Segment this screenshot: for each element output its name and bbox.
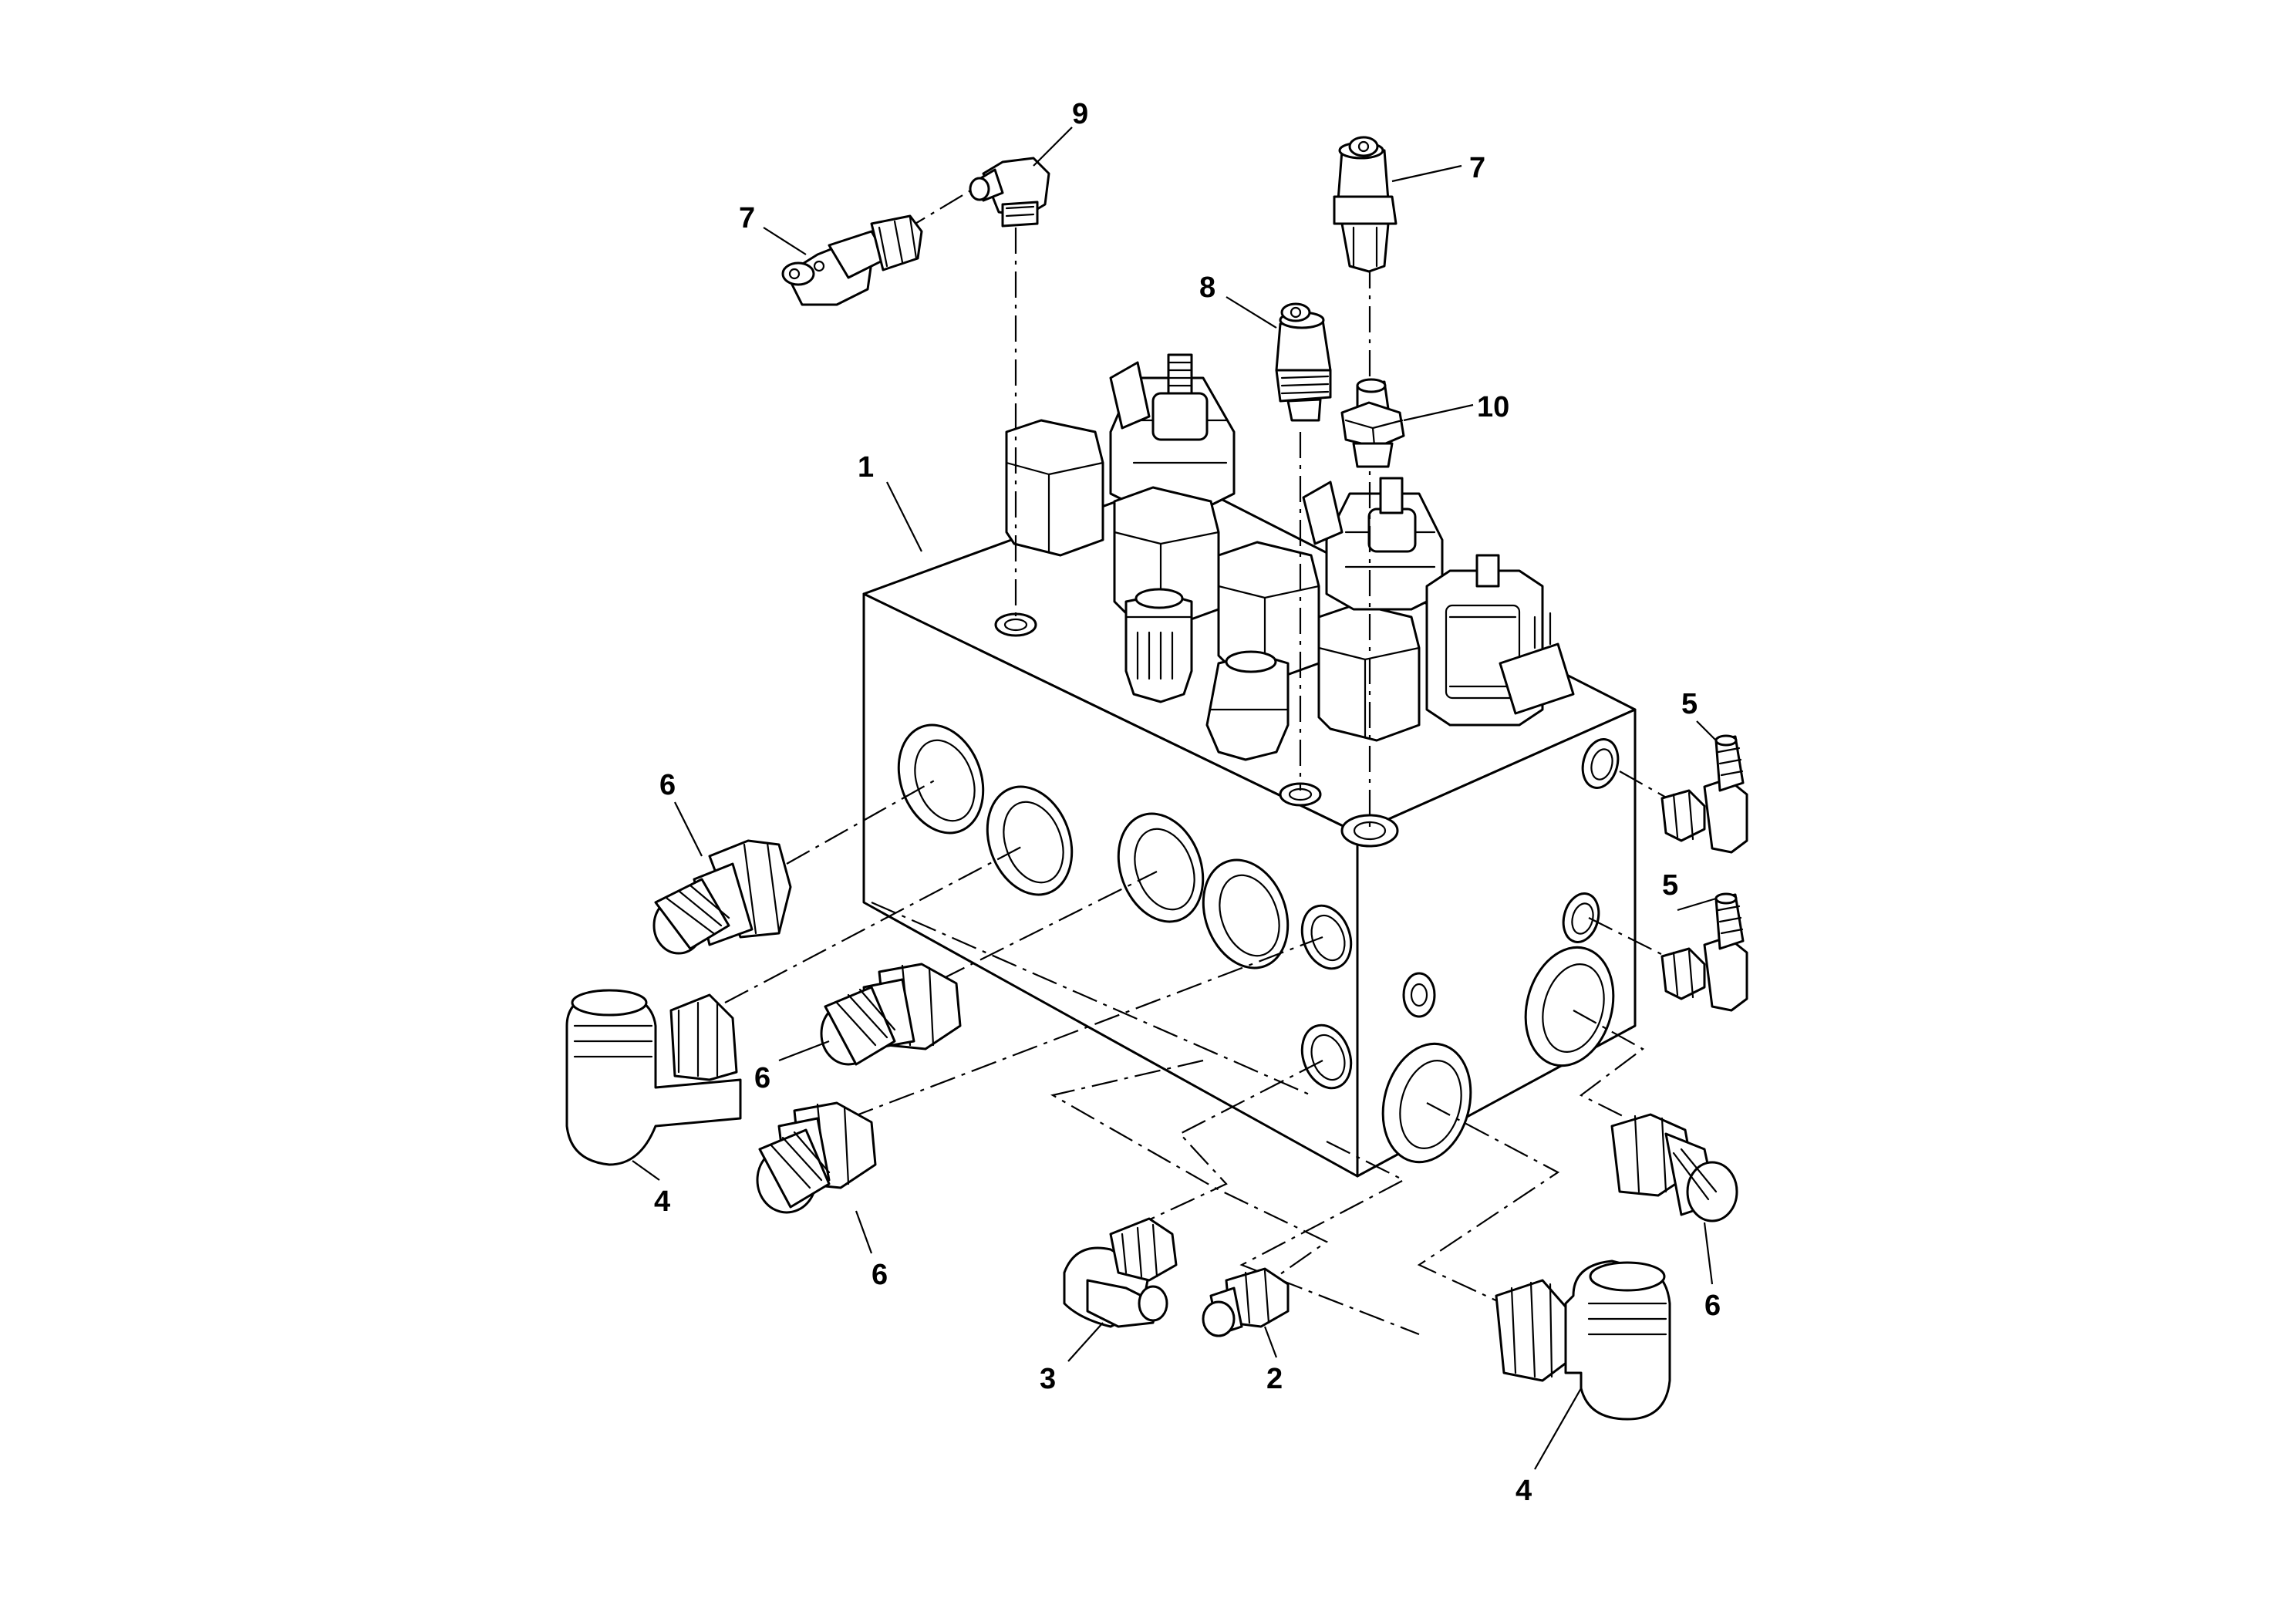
callout-6-upper-left: 6 (659, 769, 676, 801)
fitting-6-middle (820, 963, 962, 1066)
elbow-fitting-4-right (1495, 1259, 1671, 1421)
callout-6-lower-left: 6 (872, 1259, 888, 1291)
callout-7-left: 7 (739, 202, 755, 234)
callout-4-right: 4 (1515, 1475, 1532, 1507)
elbow-fitting-3 (1063, 1217, 1178, 1328)
callout-5-upper: 5 (1681, 688, 1698, 720)
fitting-5-lower (1660, 892, 1748, 1012)
callout-10: 10 (1477, 391, 1509, 423)
callout-9: 9 (1072, 98, 1088, 130)
manifold-top-ports (994, 612, 1399, 848)
fitting-2 (1202, 1267, 1290, 1337)
fitting-6-upper-left (652, 839, 792, 955)
fitting-5-upper (1660, 734, 1748, 854)
fitting-6-lower-left (756, 1101, 877, 1214)
sensor-7-left (781, 214, 923, 306)
adapter-10 (1340, 378, 1405, 468)
manifold-ports-left-face (897, 723, 1353, 1090)
callout-labels: 1 2 3 4 4 5 5 6 6 6 6 7 7 8 9 10 (654, 98, 1721, 1507)
callout-6-lower-right: 6 (1704, 1290, 1721, 1322)
callout-5-lower: 5 (1662, 869, 1678, 902)
fitting-6-lower-right (1610, 1113, 1738, 1222)
callout-3: 3 (1040, 1363, 1056, 1395)
callout-4-left: 4 (654, 1185, 670, 1218)
elbow-fitting-4-left (565, 989, 742, 1166)
callout-8: 8 (1199, 271, 1215, 304)
callout-1: 1 (858, 451, 874, 484)
callout-leaders (632, 126, 1717, 1470)
manifold-cartridges (1005, 353, 1575, 761)
callout-2: 2 (1266, 1363, 1283, 1395)
sensor-7-right (1333, 136, 1397, 273)
sensor-8 (1275, 302, 1332, 422)
callout-7-right: 7 (1469, 152, 1485, 184)
callout-6-middle: 6 (754, 1062, 770, 1094)
manifold-block (862, 353, 1637, 1178)
elbow-adapter-9 (969, 157, 1050, 228)
